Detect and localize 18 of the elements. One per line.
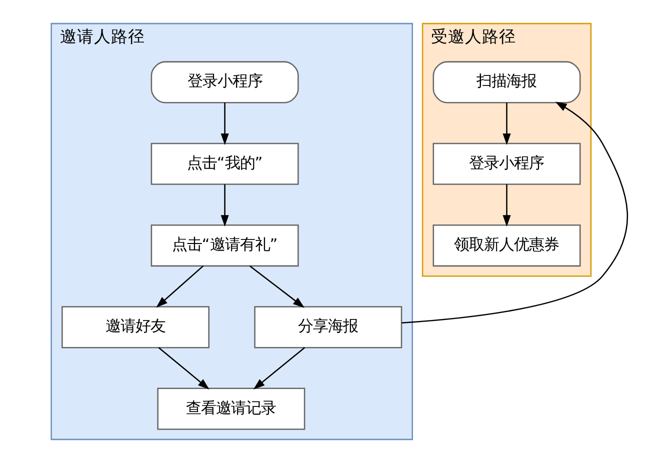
node-box: 登录小程序 (432, 142, 580, 185)
node-box: 领取新人优惠券 (432, 224, 580, 267)
node-box: 邀请好友 (61, 306, 209, 348)
arrow (158, 347, 209, 390)
arrow (248, 265, 304, 308)
node-box: 点击“我的” (150, 142, 298, 185)
arrow (220, 102, 228, 146)
arrow (252, 347, 305, 390)
node-box: 查看邀请记录 (156, 388, 305, 430)
arrow (502, 102, 510, 146)
arrow (401, 102, 628, 324)
arrow (502, 184, 510, 227)
node-box: 登录小程序 (150, 61, 298, 104)
arrow (220, 184, 228, 227)
arrow (156, 265, 204, 308)
node-box: 分享海报 (254, 306, 402, 348)
node-box: 扫描海报 (432, 61, 580, 104)
node-box: 点击“邀请有礼” (150, 224, 298, 267)
